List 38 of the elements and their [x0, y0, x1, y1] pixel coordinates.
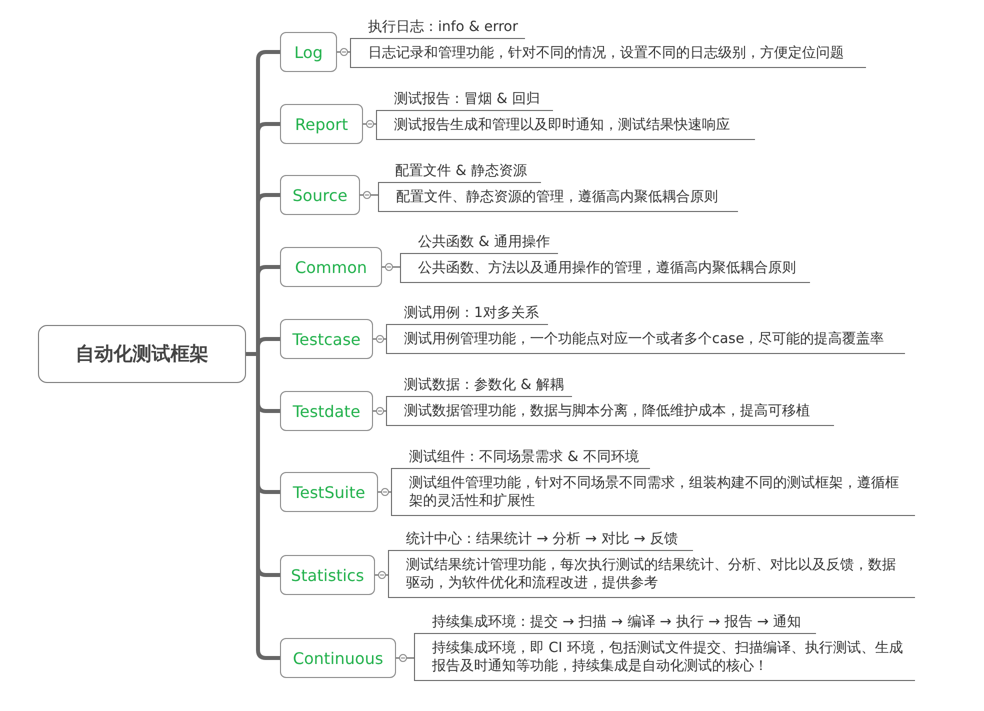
- topic-heading: 统计中心：结果统计 → 分析 → 对比 → 反馈: [388, 529, 693, 551]
- topic-heading: 持续集成环境：提交 → 扫描 → 编译 → 执行 → 报告 → 通知: [414, 612, 816, 634]
- branch-topic: Source: [280, 175, 360, 215]
- topic-description: 测试组件管理功能，针对不同场景不同需求，组装构建不同的测试框架，遵循框架的灵活性和扩展性: [408, 474, 900, 511]
- topic-heading: 配置文件 & 静态资源: [378, 161, 541, 183]
- branch-topic: Report: [280, 104, 363, 144]
- note-bracket: [386, 303, 905, 354]
- topic-heading: 测试用例：1对多关系: [386, 303, 548, 325]
- topic-description: 测试结果统计管理功能，每次执行测试的结果统计、分析、对比以及反馈，数据驱动，为软件优化和流程改进，提供参考: [405, 556, 897, 593]
- topic-description: 测试数据管理功能，数据与脚本分离，降低维护成本，提高可移植: [403, 402, 811, 421]
- topic-heading: 执行日志：info & error: [350, 17, 525, 39]
- branch-topic: Statistics: [280, 555, 375, 595]
- topic-description: 配置文件、静态资源的管理，遵循高内聚低耦合原则: [395, 188, 719, 207]
- branch-topic: Log: [280, 32, 337, 72]
- note-bracket: [414, 612, 915, 681]
- note-bracket: [378, 161, 738, 212]
- topic-description: 测试报告生成和管理以及即时通知，测试结果快速响应: [393, 116, 731, 135]
- topic-description: 测试用例管理功能，一个功能点对应一个或者多个case，尽可能的提高覆盖率: [403, 330, 886, 349]
- note-bracket: [386, 375, 834, 426]
- branch-topic: Testdate: [280, 391, 373, 431]
- note-bracket: [350, 17, 866, 68]
- note-bracket: [400, 232, 810, 283]
- topic-description: 公共函数、方法以及通用操作的管理，遵循高内聚低耦合原则: [417, 259, 797, 278]
- branch-topic: Testcase: [280, 319, 373, 359]
- note-bracket: [376, 89, 755, 140]
- topic-description: 持续集成环境，即 CI 环境，包括测试文件提交、扫描编译、执行测试、生成报告及时通知等功能，持续集成是自动化测试的核心！: [431, 639, 904, 676]
- branch-topic: Common: [280, 247, 382, 287]
- note-bracket: [388, 529, 915, 598]
- note-bracket: [391, 447, 915, 516]
- topic-description: 日志记录和管理功能，针对不同的情况，设置不同的日志级别，方便定位问题: [367, 44, 845, 63]
- central-topic: 自动化测试框架: [38, 325, 246, 383]
- branch-topic: Continuous: [280, 638, 396, 678]
- topic-heading: 测试数据：参数化 & 解耦: [386, 375, 572, 397]
- connector: [246, 352, 280, 660]
- topic-heading: 公共函数 & 通用操作: [400, 232, 558, 254]
- branch-topic: TestSuite: [280, 472, 378, 512]
- topic-heading: 测试组件：不同场景需求 & 不同环境: [391, 447, 650, 469]
- topic-heading: 测试报告：冒烟 & 回归: [376, 89, 553, 111]
